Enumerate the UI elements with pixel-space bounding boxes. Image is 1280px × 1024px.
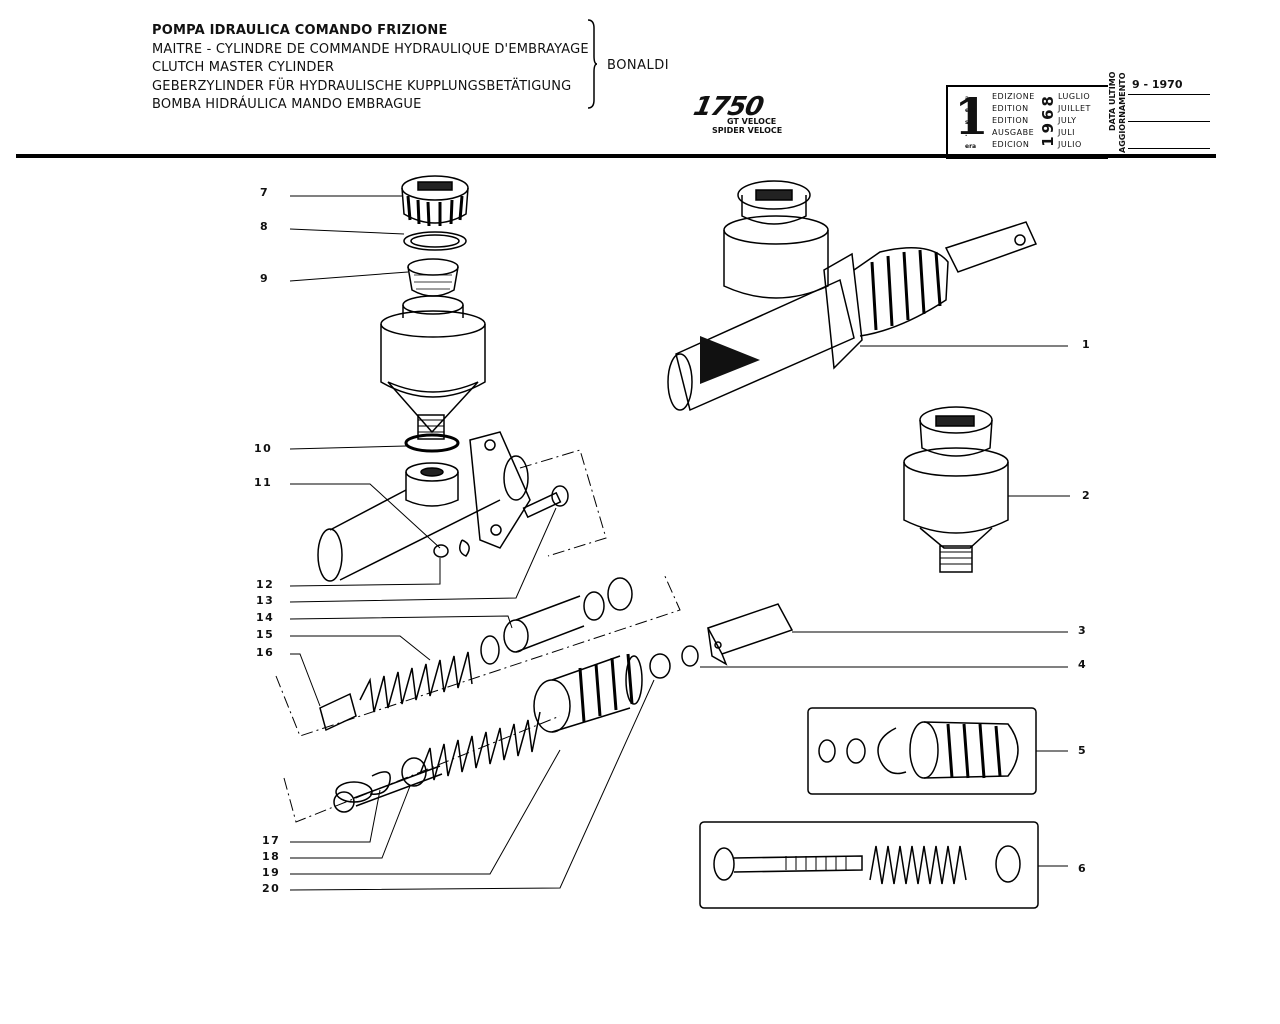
title-italian: POMPA IDRAULICA COMANDO FRIZIONE: [152, 23, 448, 38]
callout-4: 4: [1078, 658, 1088, 671]
edition-month: JULIO: [1058, 140, 1082, 149]
update-line: [1128, 94, 1210, 95]
seal-18: [401, 757, 427, 787]
fork-3: [706, 603, 794, 666]
callout-6: 6: [1078, 862, 1088, 875]
seal-15: [480, 635, 500, 665]
reservoir-cap-7: [401, 175, 469, 227]
title-german: GEBERZYLINDER FÜR HYDRAULISCHE KUPPLUNGS…: [152, 78, 572, 94]
lockwasher-11: [459, 539, 470, 557]
title-english: CLUTCH MASTER CYLINDER: [152, 60, 335, 75]
callout-12: 12: [256, 578, 275, 591]
edition-month: JULI: [1058, 128, 1076, 137]
edition-month: JULY: [1058, 116, 1077, 125]
callout-2: 2: [1082, 489, 1092, 502]
title-spanish: BOMBA HIDRÁULICA MANDO EMBRAGUE: [152, 97, 422, 112]
edition-suffix: .: [965, 131, 968, 138]
callout-14: 14: [256, 611, 275, 624]
update-line: [1128, 148, 1210, 149]
variant-spider: SPIDER VELOCE: [712, 126, 783, 135]
assembled-master-cylinder-1: [667, 180, 1038, 412]
boot-20: [533, 653, 643, 733]
callout-10: 10: [254, 442, 273, 455]
callout-5: 5: [1078, 744, 1088, 757]
edition-months: LUGLIO JUILLET JULY JULI JULIO: [1058, 91, 1091, 151]
bolt-13: [522, 485, 569, 519]
edition-month: JUILLET: [1058, 104, 1091, 113]
o-ring-10: [404, 433, 460, 453]
washer-12: [433, 544, 449, 558]
callout-1: 1: [1082, 338, 1092, 351]
reservoir-body: [380, 295, 486, 440]
callout-7: 7: [260, 186, 270, 199]
edition-label: EDITION: [992, 116, 1029, 125]
callout-13: 13: [256, 594, 275, 607]
callout-9: 9: [260, 272, 270, 285]
title-block: POMPA IDRAULICA COMANDO FRIZIONE MAITRE …: [152, 22, 589, 115]
brace-icon: [587, 19, 598, 109]
edition-suffix: ere: [965, 107, 977, 114]
reservoir-assembly-2: [903, 406, 1009, 573]
leader-lines-left: [289, 195, 655, 891]
edition-suffix: st: [965, 119, 972, 126]
leader-lines-right: [700, 345, 1070, 867]
update-date: 9 - 1970: [1132, 78, 1183, 91]
callout-8: 8: [260, 220, 270, 233]
callout-17: 17: [262, 834, 281, 847]
cylinder-body-left: [317, 431, 531, 582]
spring-15: [359, 651, 473, 713]
title-french: MAITRE - CYLINDRE DE COMMANDE HYDRAULIQU…: [152, 41, 589, 57]
edition-label: EDITION: [992, 104, 1029, 113]
repair-kit-box-6: [699, 821, 1039, 909]
nut-4: [681, 645, 699, 667]
edition-suffix: a: [965, 95, 970, 102]
callout-20: 20: [262, 882, 281, 895]
edition-box: 1 a ere st . era EDIZIONE EDITION EDITIO…: [946, 85, 1108, 159]
callout-16: 16: [256, 646, 275, 659]
filter-9: [407, 258, 459, 297]
gasket-8: [403, 231, 467, 251]
variant-gt: GT VELOCE: [727, 117, 777, 126]
edition-label: AUSGABE: [992, 128, 1035, 137]
edition-label: EDIZIONE: [992, 92, 1035, 101]
spring-seat-16: [319, 692, 357, 732]
edition-month: LUGLIO: [1058, 92, 1091, 101]
edition-label: EDICION: [992, 140, 1030, 149]
edition-number: 1: [954, 87, 989, 146]
header-rule: [16, 154, 1216, 158]
spring-19: [419, 711, 541, 781]
callout-11: 11: [254, 476, 273, 489]
edition-labels: EDIZIONE EDITION EDITION AUSGABE EDICION: [992, 91, 1035, 151]
piston-14: [503, 577, 633, 653]
manufacturer-name: BONALDI: [607, 58, 670, 73]
callout-15: 15: [256, 628, 275, 641]
repair-kit-box-5: [807, 707, 1037, 795]
edition-suffix: era: [965, 143, 977, 150]
washer-4: [649, 653, 671, 679]
callout-19: 19: [262, 866, 281, 879]
callout-3: 3: [1078, 624, 1088, 637]
callout-18: 18: [262, 850, 281, 863]
update-line: [1128, 121, 1210, 122]
